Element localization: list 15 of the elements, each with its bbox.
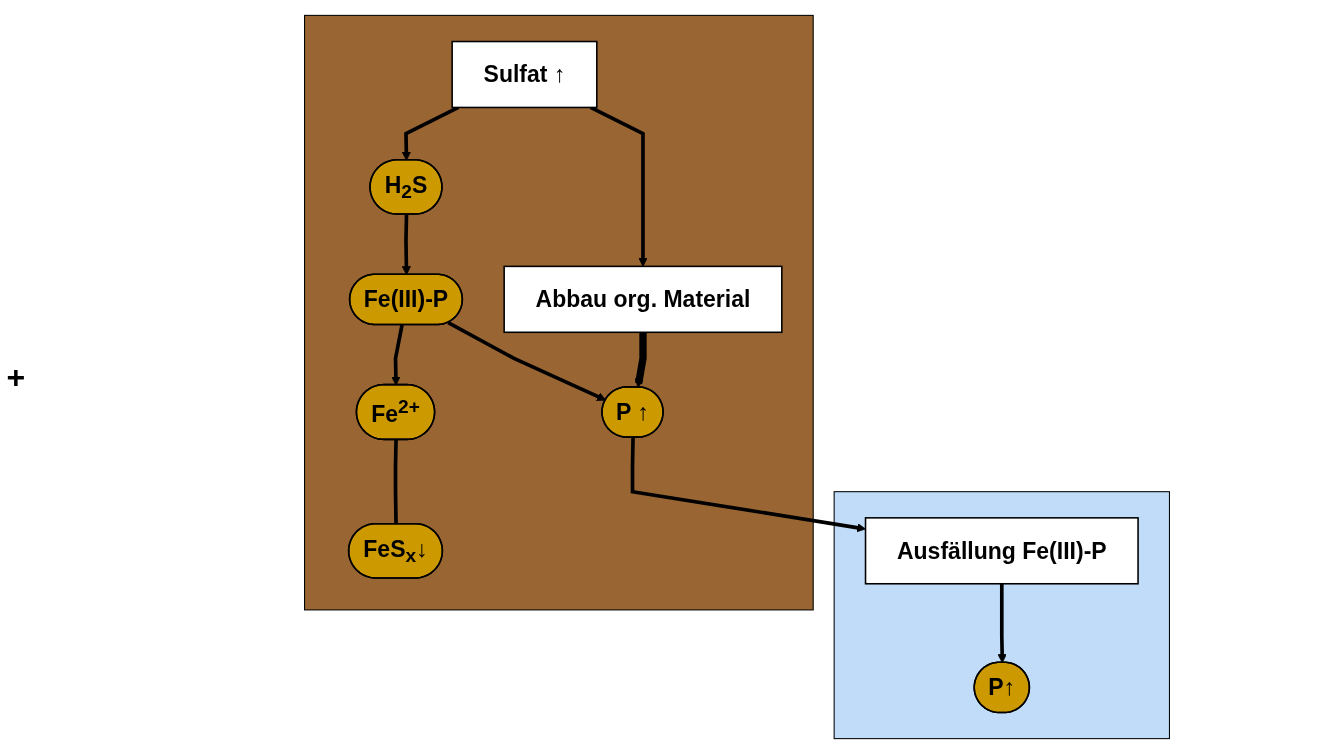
arrow — [630, 437, 866, 533]
arrow — [401, 105, 459, 161]
arrow — [634, 332, 647, 388]
arrow — [401, 214, 411, 276]
node-box: Sulfat ↑ — [450, 40, 598, 109]
arrow — [446, 321, 606, 401]
connector — [393, 439, 398, 525]
arrow — [390, 324, 404, 386]
node-box: Abbau org. Material — [502, 265, 783, 334]
arrow — [589, 105, 648, 267]
arrow — [997, 583, 1007, 664]
cluster — [833, 491, 1170, 740]
node-box: Ausfällung Fe(III)-P — [864, 517, 1139, 585]
cluster — [303, 14, 814, 611]
plus-sign: + — [6, 358, 26, 396]
